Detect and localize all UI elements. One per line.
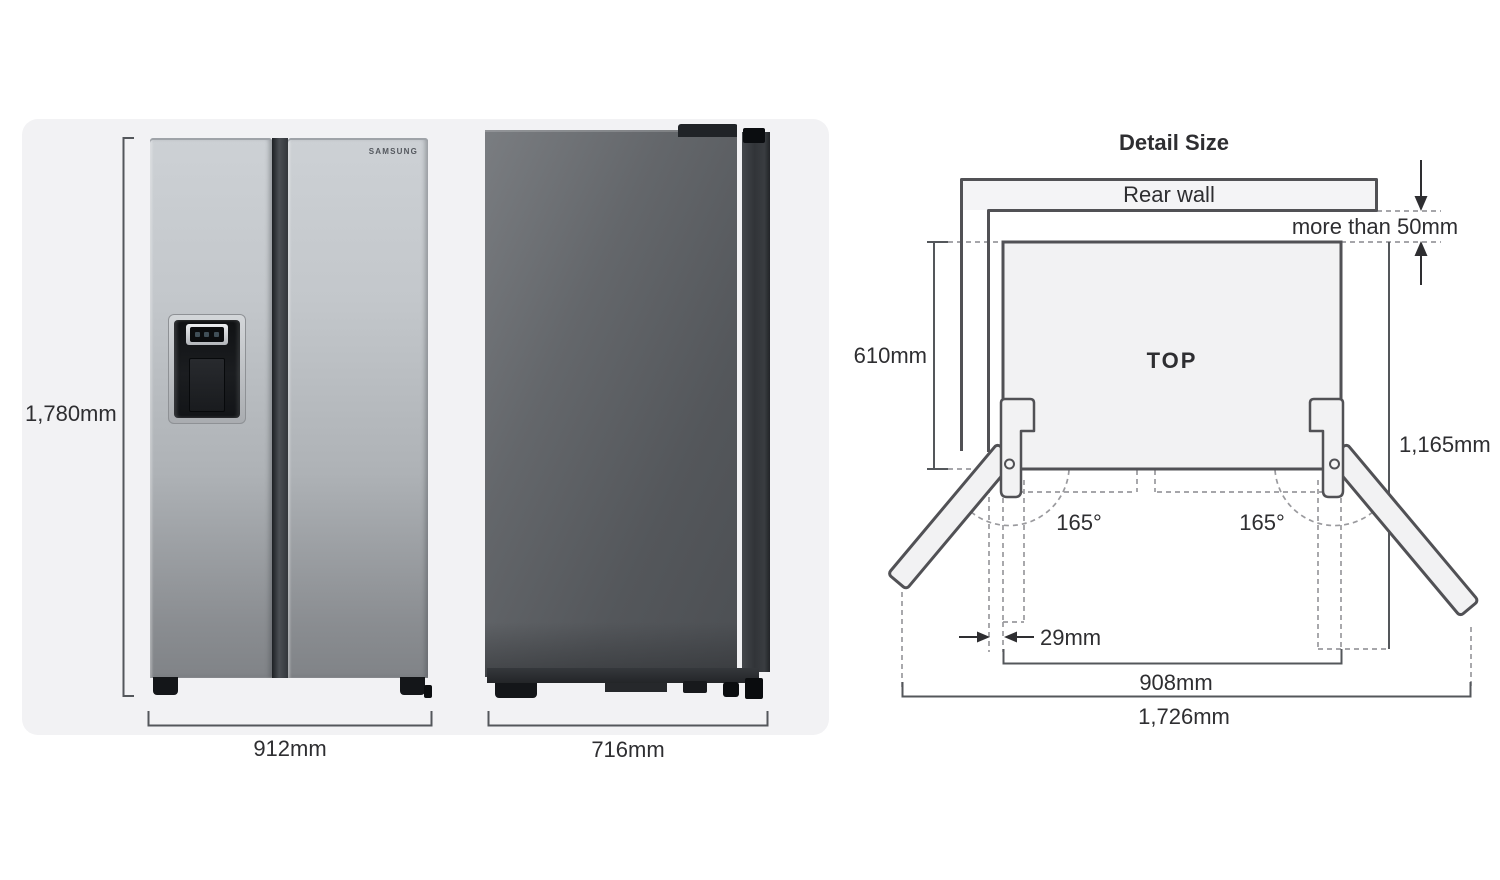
cabinet-top-view <box>1001 240 1343 471</box>
front-left-foot <box>153 677 178 695</box>
side-rear-wheel <box>723 682 739 697</box>
side-rear-caster <box>745 678 763 699</box>
right-door-open <box>1328 443 1479 617</box>
front-caster-bolt <box>424 685 432 698</box>
top-view-label: TOP <box>1147 348 1198 373</box>
hinge-offset-arrows <box>959 631 1034 643</box>
cabinet-width-label: 908mm <box>1139 670 1212 695</box>
left-door-swing-arc <box>969 469 1070 527</box>
cabinet-width-bracket <box>1002 649 1343 665</box>
side-depth-label: 716mm <box>591 737 664 762</box>
fridge-front-view: SAMSUNG <box>150 138 432 698</box>
clearance-arrows <box>1414 160 1428 285</box>
left-hinge <box>999 397 1036 499</box>
ice-cube-icon <box>195 332 201 337</box>
brand-logo: SAMSUNG <box>368 147 418 156</box>
top-hinge-cover <box>678 124 738 137</box>
detail-size-title: Detail Size <box>1119 130 1229 155</box>
side-panel-shadow <box>485 622 737 677</box>
side-panel <box>485 130 737 677</box>
right-door-swing-arc <box>1274 469 1375 527</box>
top-hinge-cap <box>743 128 765 143</box>
dashed-reference-lines <box>901 210 1472 689</box>
right-hinge-pivot <box>1329 458 1340 470</box>
door-edge-strip <box>742 128 770 672</box>
dispenser-cavity <box>174 320 240 418</box>
water-icon <box>213 332 219 337</box>
dispenser-paddle <box>189 358 225 412</box>
hinge-offset-label: 29mm <box>1040 625 1101 650</box>
side-bottom-knob <box>683 681 707 693</box>
front-right-foot <box>400 677 425 695</box>
crushed-ice-icon <box>204 332 210 337</box>
door-divider <box>272 138 288 678</box>
right-hinge <box>1308 397 1345 499</box>
side-bottom-bar <box>605 683 667 692</box>
door-gap-notch <box>737 124 742 148</box>
dispenser-display <box>186 324 228 345</box>
cabinet-depth-label: 610mm <box>854 343 927 368</box>
dispenser-screen <box>190 327 224 342</box>
rear-wall-label: Rear wall <box>1123 182 1215 207</box>
left-door-angle-label: 165° <box>1056 510 1102 535</box>
freezer-door <box>150 138 272 678</box>
wall-outline <box>960 178 1378 452</box>
side-base <box>487 668 759 683</box>
water-dispenser <box>168 314 246 424</box>
right-door-angle-label: 165° <box>1239 510 1285 535</box>
total-width-bracket <box>901 682 1472 698</box>
front-width-label: 912mm <box>253 736 326 761</box>
fridge-door: SAMSUNG <box>288 138 428 678</box>
fridge-side-view <box>485 124 770 699</box>
rear-wall-bar <box>961 179 1377 210</box>
left-hinge-pivot <box>1004 458 1015 470</box>
side-front-foot <box>495 683 537 698</box>
doors-open-width-label: 1,726mm <box>1138 704 1230 729</box>
rear-clearance-label: more than 50mm <box>1292 214 1458 239</box>
door-open-depth-label: 1,165mm <box>1399 432 1491 457</box>
left-door-open <box>888 443 1016 590</box>
